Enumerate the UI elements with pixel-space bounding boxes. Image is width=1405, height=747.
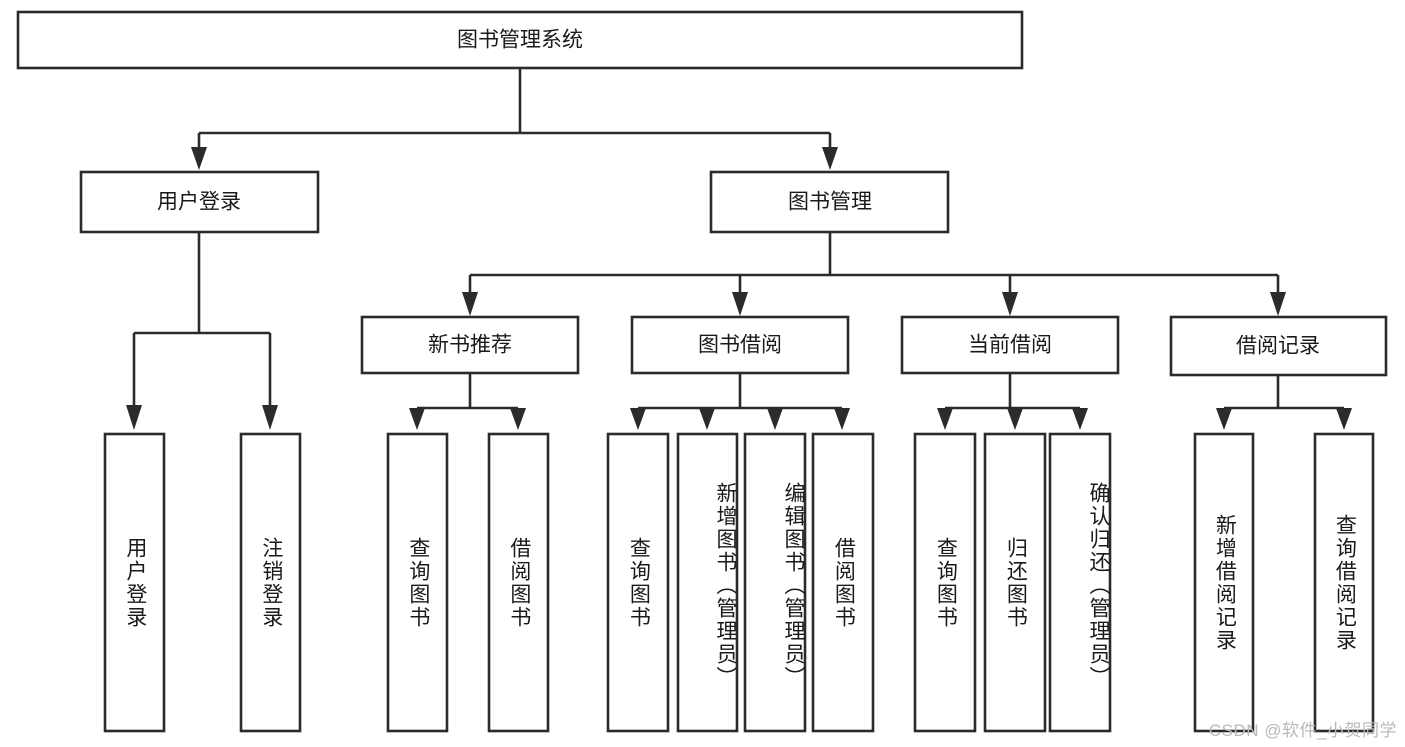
connector-group-book-manage [462, 232, 1286, 316]
node-user-login[interactable]: 用户登录 [79, 170, 320, 234]
arrow-head-leaf-confirm-return [1072, 408, 1088, 430]
connector-group-current-borrow [937, 372, 1088, 430]
arrow-head-leaf-borrow-book-2 [834, 408, 850, 430]
arrow-head-leaf-query-book-3 [937, 408, 953, 430]
node-label-new-book-recommend: 新书推荐 [428, 334, 512, 357]
leaf-boxes [103, 432, 1375, 733]
node-box-user-login[interactable] [79, 170, 320, 234]
arrow-head-leaf-user-login [126, 405, 142, 430]
node-box-borrow-record[interactable] [1169, 315, 1388, 377]
node-box-leaf-return-book[interactable] [983, 432, 1047, 733]
node-root[interactable]: 图书管理系统 [16, 10, 1024, 70]
node-label-book-borrow: 图书借阅 [698, 334, 782, 357]
node-box-root[interactable] [16, 10, 1024, 70]
arrow-head-borrow-record [1270, 292, 1286, 316]
arrow-head-leaf-return-book [1007, 408, 1023, 430]
node-new-book-recommend[interactable]: 新书推荐 [360, 315, 580, 375]
node-box-leaf-add-book[interactable] [676, 432, 739, 733]
arrow-head-user-login [191, 147, 207, 170]
connector-group-root [191, 68, 838, 170]
csdn-watermark: CSDN @软件_小贺同学 [1208, 721, 1397, 740]
node-label-root: 图书管理系统 [457, 29, 583, 52]
arrow-head-leaf-add-record [1216, 408, 1232, 430]
node-box-book-manage[interactable] [709, 170, 950, 234]
node-box-leaf-query-book-1[interactable] [386, 432, 449, 733]
node-box-leaf-query-book-3[interactable] [913, 432, 977, 733]
node-label-borrow-record: 借阅记录 [1236, 335, 1320, 358]
node-box-leaf-query-book-2[interactable] [606, 432, 670, 733]
node-box-leaf-user-login[interactable] [103, 432, 166, 733]
arrow-head-leaf-query-book-2 [630, 408, 646, 430]
node-label-book-manage: 图书管理 [788, 191, 872, 214]
connector-group-borrow-record [1216, 375, 1352, 430]
connector-group-user-login [126, 232, 278, 430]
arrow-head-book-manage [822, 147, 838, 170]
node-label-current-borrow: 当前借阅 [968, 334, 1052, 357]
node-label-user-login: 用户登录 [157, 191, 241, 214]
node-box-new-book-recommend[interactable] [360, 315, 580, 375]
arrow-head-book-borrow [732, 292, 748, 316]
arrow-head-leaf-borrow-book-1 [510, 408, 526, 430]
node-box-leaf-query-record[interactable] [1313, 432, 1375, 733]
node-box-leaf-edit-book[interactable] [743, 432, 807, 733]
node-box-leaf-borrow-book-1[interactable] [487, 432, 550, 733]
arrow-head-leaf-query-record [1336, 408, 1352, 430]
node-box-leaf-add-record[interactable] [1193, 432, 1255, 733]
node-book-borrow[interactable]: 图书借阅 [630, 315, 850, 375]
arrow-head-leaf-edit-book [767, 408, 783, 430]
node-borrow-record[interactable]: 借阅记录 [1169, 315, 1388, 377]
arrow-head-current-borrow [1002, 292, 1018, 316]
arrow-head-leaf-query-book-1 [409, 408, 425, 430]
node-box-leaf-borrow-book-2[interactable] [811, 432, 875, 733]
node-current-borrow[interactable]: 当前借阅 [900, 315, 1120, 375]
node-box-current-borrow[interactable] [900, 315, 1120, 375]
arrow-head-leaf-logout-login [262, 405, 278, 430]
node-box-leaf-logout-login[interactable] [239, 432, 302, 733]
arrow-head-new-book-recommend [462, 292, 478, 316]
node-box-book-borrow[interactable] [630, 315, 850, 375]
connector-group-book-borrow [630, 372, 850, 430]
node-book-manage[interactable]: 图书管理 [709, 170, 950, 234]
node-box-leaf-confirm-return[interactable] [1048, 432, 1112, 733]
arrow-head-leaf-add-book [699, 408, 715, 430]
connector-group-new-book-recommend [409, 372, 526, 430]
